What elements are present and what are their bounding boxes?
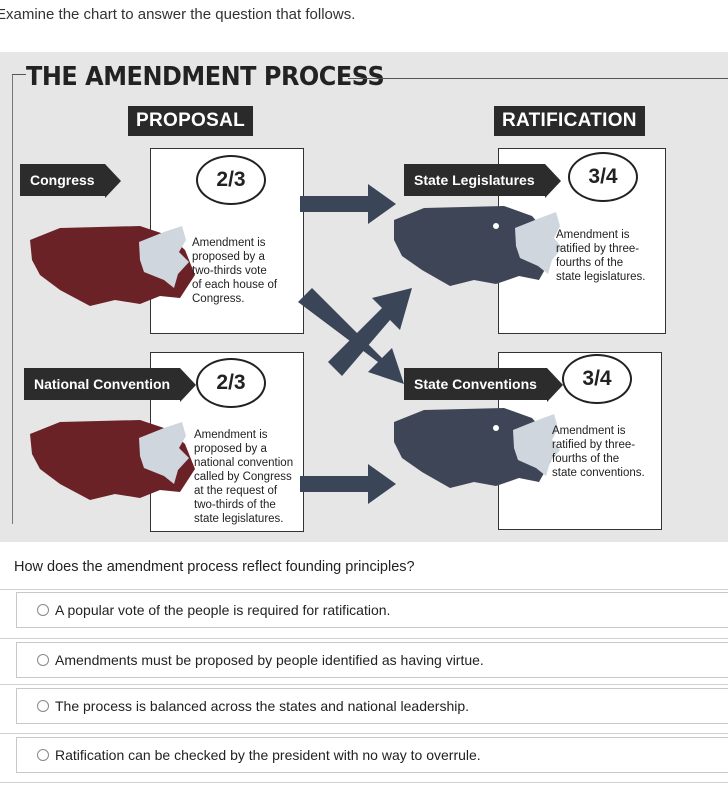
divider <box>0 733 728 734</box>
desc-line: Amendment is <box>552 425 626 437</box>
desc-line: two-thirds vote <box>192 265 267 277</box>
divider <box>0 589 728 590</box>
us-map-icon <box>394 408 552 488</box>
divider <box>0 638 728 639</box>
title-rule <box>348 78 728 79</box>
option-label: A popular vote of the people is required… <box>55 602 391 618</box>
desc-line: state legislatures. <box>194 513 284 525</box>
answer-option-d[interactable]: Ratification can be checked by the presi… <box>16 737 728 773</box>
us-map-icon <box>394 206 552 286</box>
proposal-fraction-congress: 2/3 <box>196 155 266 205</box>
desc-line: state conventions. <box>552 467 645 479</box>
desc-line: fourths of the <box>552 453 620 465</box>
arrow-right-icon <box>300 464 396 504</box>
proposer-congress: Congress <box>20 164 121 198</box>
desc-line: fourths of the <box>556 257 624 269</box>
option-label: Ratification can be checked by the presi… <box>55 747 481 763</box>
desc-line: two-thirds of the <box>194 499 276 511</box>
desc-line: Amendment is <box>192 237 266 249</box>
desc-line: ratified by three- <box>552 439 636 451</box>
option-label: Amendments must be proposed by people id… <box>55 652 484 668</box>
radio-icon[interactable] <box>37 604 49 616</box>
arrow-right-icon <box>300 184 396 224</box>
us-map-outline-icon <box>513 414 560 476</box>
proposal-heading: PROPOSAL <box>128 106 254 136</box>
desc-line: Amendment is <box>556 229 630 241</box>
ratification-heading: RATIFICATION <box>494 106 645 136</box>
arrow-diagonal-down-icon <box>298 288 404 384</box>
us-map-outline-icon <box>515 212 562 274</box>
us-map-outline-icon <box>139 226 189 288</box>
amendment-process-chart: THE AMENDMENT PROCESS PROPOSAL RATIFICAT… <box>0 52 728 542</box>
chart-frame-tick <box>12 74 26 75</box>
chart-title: THE AMENDMENT PROCESS <box>26 62 385 92</box>
option-label: The process is balanced across the state… <box>55 698 470 714</box>
radio-icon[interactable] <box>37 749 49 761</box>
desc-line: proposed by a <box>194 443 267 455</box>
radio-icon[interactable] <box>37 700 49 712</box>
arrow-diagonal-up-icon <box>328 288 412 376</box>
ratification-fraction-conventions: 3/4 <box>562 354 632 404</box>
proposer-convention: National Convention <box>24 368 197 402</box>
proposal-desc-convention: Amendment is proposed by a national conv… <box>194 428 293 526</box>
desc-line: state legislatures. <box>556 271 646 283</box>
ratification-fraction-legislatures: 3/4 <box>568 152 638 202</box>
divider <box>0 684 728 685</box>
us-map-outline-icon <box>139 422 189 484</box>
radio-icon[interactable] <box>37 654 49 666</box>
ratifier-legislatures: State Legislatures <box>404 164 561 198</box>
instruction-text: Examine the chart to answer the question… <box>0 6 356 23</box>
ratification-desc-conventions: Amendment is ratified by three- fourths … <box>552 424 645 480</box>
desc-line: national convention <box>194 457 294 469</box>
desc-line: ratified by three- <box>556 243 640 255</box>
desc-line: at the request of <box>194 485 278 497</box>
question-text: How does the amendment process reflect f… <box>14 559 415 575</box>
ratification-desc-legislatures: Amendment is ratified by three- fourths … <box>556 228 646 284</box>
answer-option-a[interactable]: A popular vote of the people is required… <box>16 592 728 628</box>
desc-line: Congress. <box>192 293 245 305</box>
divider <box>0 782 728 783</box>
desc-line: Amendment is <box>194 429 268 441</box>
answer-option-b[interactable]: Amendments must be proposed by people id… <box>16 642 728 678</box>
proposal-fraction-convention: 2/3 <box>196 358 266 408</box>
desc-line: of each house of <box>192 279 278 291</box>
ratifier-conventions: State Conventions <box>404 368 563 402</box>
chart-frame-line <box>12 74 13 524</box>
answer-option-c[interactable]: The process is balanced across the state… <box>16 688 728 724</box>
proposal-desc-congress: Amendment is proposed by a two-thirds vo… <box>192 236 277 306</box>
desc-line: proposed by a <box>192 251 265 263</box>
desc-line: called by Congress <box>194 471 292 483</box>
